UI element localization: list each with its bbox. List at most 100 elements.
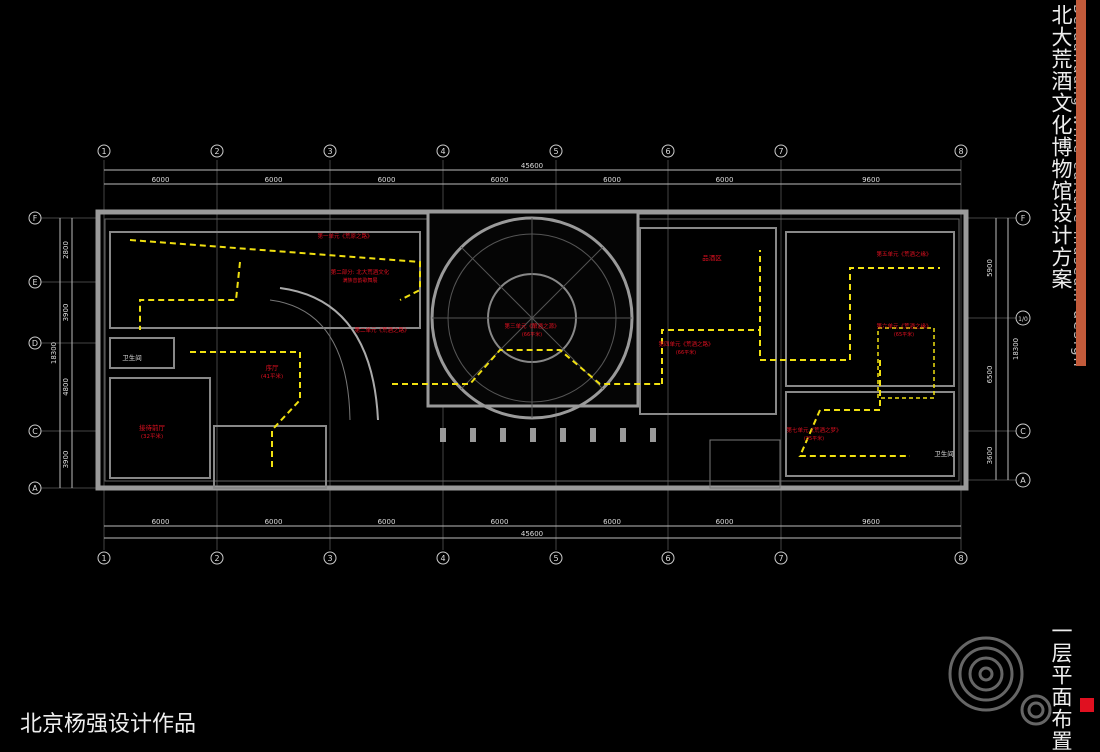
exhibit-unit-label: 第六单元《荒酒之缘》 [876, 322, 931, 330]
designer-credit: 北京杨强设计作品 [20, 712, 197, 737]
exhibit-unit-area: (66平米) [522, 331, 542, 338]
axis-bubble [210, 144, 224, 158]
dimension-value: 4800 [62, 378, 70, 396]
dimension-value: 6000 [603, 518, 621, 526]
axis-label: 2 [214, 554, 219, 563]
exhibit-unit-label: 第一单元《荒原之路》 [317, 232, 372, 240]
axis-bubble [1015, 310, 1031, 326]
dimension-total: 45600 [521, 162, 543, 170]
dimension-total: 18300 [50, 342, 58, 364]
axis-bubble [1015, 210, 1031, 226]
axis-label: 5 [553, 147, 558, 156]
axis-label: 4 [440, 147, 445, 156]
axis-bubble [954, 551, 968, 565]
dimension-value: 6000 [378, 518, 396, 526]
dimension-value: 6000 [716, 518, 734, 526]
axis-label: 2 [214, 147, 219, 156]
axis-label: C [32, 427, 38, 436]
project-title: 北大荒酒文化博物馆设计方案 [1049, 4, 1073, 290]
room-label: 卫生间 [934, 449, 954, 458]
room-label: 品酒区 [702, 254, 722, 262]
axis-label: 3 [327, 554, 332, 563]
axis-label: A [1020, 476, 1026, 485]
axis-bubble [1015, 472, 1031, 488]
exhibit-unit-label: 第五单元《荒酒之缘》 [876, 250, 931, 258]
exhibit-unit-area: (65平米) [894, 331, 914, 338]
axis-label: C [1020, 427, 1026, 436]
dimension-value: 6500 [986, 366, 994, 384]
stair-curve-outer [279, 287, 379, 421]
visitor-route [129, 239, 940, 470]
axis-bubble [323, 551, 337, 565]
exhibit-room-1 [109, 231, 421, 329]
dimension-value: 9600 [862, 176, 880, 184]
dimension-value: 3900 [62, 451, 70, 469]
axis-label: 8 [958, 147, 963, 156]
dimension-value: 5900 [986, 259, 994, 277]
window-mullions [440, 428, 656, 442]
axis-label: F [33, 214, 38, 223]
axis-label: 5 [553, 554, 558, 563]
accent-square [1080, 698, 1094, 712]
entrance-vestibule [213, 425, 327, 489]
dimension-value: 6000 [378, 176, 396, 184]
axis-bubble [774, 551, 788, 565]
accent-bar [1076, 0, 1086, 366]
axis-label: F [1021, 214, 1026, 223]
axis-bubble [97, 551, 111, 565]
axis-bubble [774, 144, 788, 158]
axis-bubble [549, 144, 563, 158]
display-case [877, 327, 935, 399]
dimension-value: 6000 [265, 518, 283, 526]
dimension-value: 6000 [152, 518, 170, 526]
axis-label: 1 [101, 554, 106, 563]
axis-label: 6 [665, 147, 670, 156]
axis-bubble [28, 424, 42, 438]
axis-label: 7 [778, 147, 783, 156]
axis-bubble [954, 144, 968, 158]
exhibit-unit-sub: 满族音韵歌舞展 [342, 277, 377, 284]
axis-label: E [32, 278, 37, 287]
axis-label: 1 [101, 147, 106, 156]
dimension-value: 6000 [716, 176, 734, 184]
axis-bubble [97, 144, 111, 158]
axis-bubble [28, 336, 42, 350]
exhibit-room-3-4 [639, 227, 777, 415]
dimension-value: 6000 [603, 176, 621, 184]
reception-room [109, 377, 211, 479]
axis-bubble [323, 144, 337, 158]
dimension-value: 3600 [986, 447, 994, 465]
axis-bubble [549, 551, 563, 565]
exhibit-unit-label: 第二单元《荒酒之路》 [354, 326, 409, 334]
axis-label: 3 [327, 147, 332, 156]
dimension-total: 45600 [521, 530, 543, 538]
dimension-value: 3900 [62, 304, 70, 322]
right-annex [709, 439, 781, 489]
dimension-value: 6000 [491, 176, 509, 184]
axis-bubble [28, 211, 42, 225]
axis-bubble [436, 551, 450, 565]
room-label: 卫生间 [122, 353, 142, 362]
axis-label: 4 [440, 554, 445, 563]
studio-logo [948, 636, 1052, 726]
dimension-value: 6000 [152, 176, 170, 184]
axis-bubble [28, 275, 42, 289]
room-label: 接待前厅 [139, 423, 166, 432]
room-labels: 卫生间接待前厅(32平米)序厅(41平米)品酒区卫生间第一单元《荒原之路》第二部… [122, 232, 954, 458]
dimension-value: 6000 [491, 518, 509, 526]
exhibit-unit-area: (66平米) [676, 349, 696, 356]
exhibit-room-7 [785, 391, 955, 477]
exhibit-room-5-6 [785, 231, 955, 387]
axis-bubble [28, 481, 42, 495]
dimension-value: 9600 [862, 518, 880, 526]
axis-label: 8 [958, 554, 963, 563]
axis-bubble [661, 551, 675, 565]
axis-bubble [210, 551, 224, 565]
dimension-total: 18300 [1012, 338, 1020, 360]
exhibit-unit-label: 第三单元《酿酒之源》 [504, 322, 559, 330]
room-area: (41平米) [261, 372, 283, 380]
dimension-value: 2800 [62, 241, 70, 259]
axis-label: D [32, 339, 38, 348]
exhibit-unit-area: (35平米) [804, 435, 824, 442]
